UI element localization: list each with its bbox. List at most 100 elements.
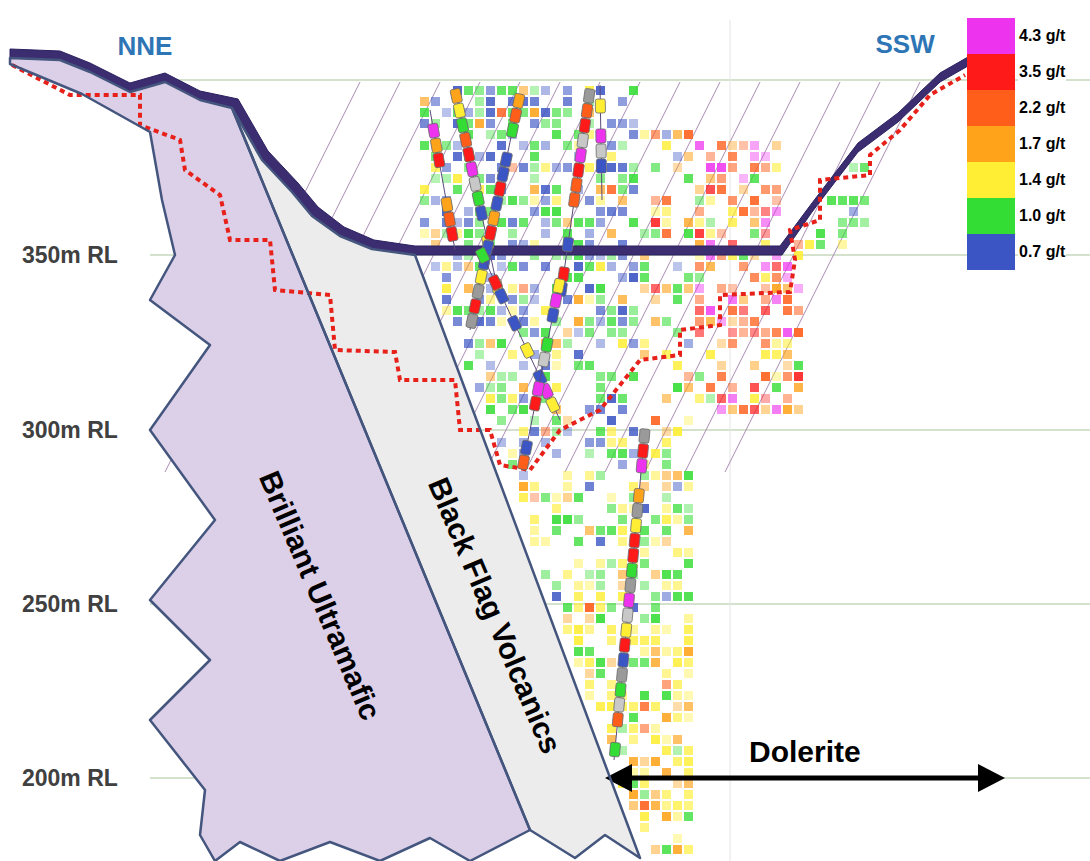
grade-block [563,482,572,491]
grade-block [673,845,682,854]
grade-block [431,229,440,238]
grade-block [640,757,649,766]
grade-block [585,405,594,414]
grade-block [607,141,616,150]
grade-block [541,229,550,238]
grade-block [530,427,539,436]
intercept-segment [553,278,566,294]
intercept-segment [466,161,479,177]
grade-block [607,625,616,634]
grade-block [750,361,759,370]
grade-block [541,141,550,150]
grade-block [783,328,792,337]
grade-block [651,592,660,601]
grade-block [519,163,528,172]
grade-block [717,174,726,183]
intercept-segment [488,274,503,291]
grade-block [640,526,649,535]
intercept-segment [625,578,636,593]
grade-block [651,537,660,546]
grade-block [783,394,792,403]
grade-block [684,647,693,656]
grade-block [629,119,638,128]
grade-block [607,207,616,216]
grade-block [717,394,726,403]
grade-block [662,130,671,139]
grade-block [629,86,638,95]
legend-swatch [967,162,1015,198]
grade-block [739,174,748,183]
grade-block [662,570,671,579]
grade-block [695,273,704,282]
grade-block [761,262,770,271]
intercept-segment [450,88,463,104]
grade-block [640,130,649,139]
grade-block [607,658,616,667]
grade-block [431,97,440,106]
grade-block [860,196,869,205]
grade-block [442,306,451,315]
grade-block [530,515,539,524]
grade-block [860,163,869,172]
grade-block [673,812,682,821]
grade-block [596,372,605,381]
grade-block [464,339,473,348]
grade-block [662,460,671,469]
grade-block [640,801,649,810]
grade-block [585,669,594,678]
grade-block [541,537,550,546]
grade-block [706,174,715,183]
grade-block [486,394,495,403]
unit-boundary [232,108,640,858]
intercept-segment [573,163,585,178]
elevation-label: 250m RL [22,592,118,617]
grade-block [442,108,451,117]
grade-block [684,526,693,535]
grade-block [585,163,594,172]
grade-block [662,218,671,227]
grade-block [640,636,649,645]
grade-block [640,537,649,546]
grade-block [574,317,583,326]
grade-block [585,328,594,337]
grade-block [453,262,462,271]
grade-block [552,218,561,227]
grade-block [420,196,429,205]
grade-block [563,603,572,612]
grade-block [739,317,748,326]
grade-block [761,295,770,304]
intercept-segment [475,205,488,221]
grade-block [772,196,781,205]
grade-block [530,152,539,161]
grade-block [651,130,660,139]
grade-block [662,196,671,205]
grade-block [640,284,649,293]
grade-block [772,295,781,304]
grade-block [640,273,649,282]
grade-block [607,416,616,425]
grade-block [794,306,803,315]
grade-block [596,570,605,579]
legend-label: 3.5 g/t [1018,63,1066,81]
rock-unit-label: Brilliant Ultramafic [253,466,388,724]
grade-block [662,493,671,502]
grade-block [596,262,605,271]
grade-block [684,471,693,480]
grade-block [662,438,671,447]
grade-block [585,647,594,656]
grade-block [651,702,660,711]
grade-block [552,350,561,359]
grade-block [618,273,627,282]
grade-block [849,163,858,172]
grade-block [673,548,682,557]
grade-block [618,97,627,106]
grade-block [684,416,693,425]
grade-block [651,196,660,205]
grade-block [750,273,759,282]
grade-block [475,152,484,161]
grade-block [761,185,770,194]
grade-block [728,328,737,337]
grade-block [508,449,517,458]
legend-swatch [967,198,1015,234]
grade-block [640,702,649,711]
